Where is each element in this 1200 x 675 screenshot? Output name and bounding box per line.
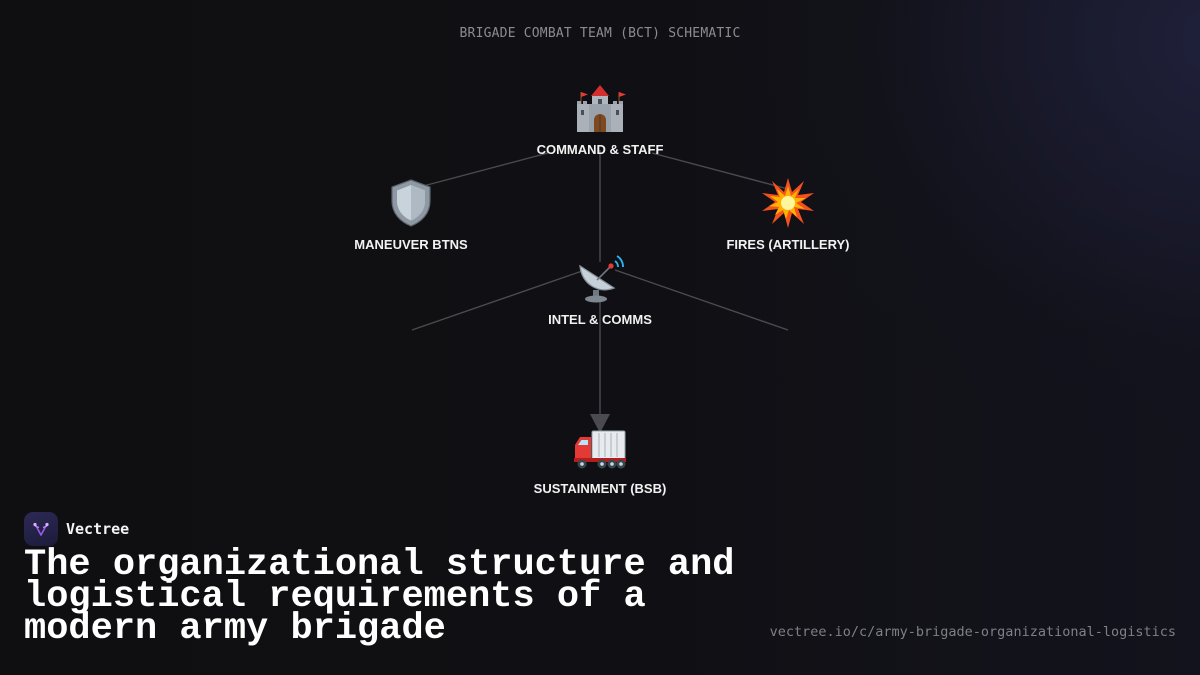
explosion-icon — [762, 178, 814, 228]
node-label: SUSTAINMENT (BSB) — [533, 481, 667, 496]
truck-icon — [574, 430, 626, 469]
edge-intel-maneuver — [411, 269, 586, 331]
node-command-staff: COMMAND & STAFF — [490, 82, 710, 157]
edge-intel-fires — [614, 269, 789, 331]
node-label: INTEL & COMMS — [548, 312, 652, 327]
satellite-dish-icon — [579, 255, 624, 303]
node-intel-comms: INTEL & COMMS — [490, 252, 710, 327]
node-fires-artillery: FIRES (ARTILLERY) — [678, 177, 898, 252]
brand-name: Vectree — [66, 520, 130, 538]
edge-command-maneuver — [411, 152, 549, 190]
arrowhead-sustainment — [590, 414, 610, 433]
castle-icon — [577, 85, 626, 132]
page-headline: The organizational structure and logisti… — [24, 544, 735, 650]
brand: Vectree — [24, 512, 129, 546]
node-label: MANEUVER BTNS — [354, 237, 468, 252]
shield-icon — [391, 179, 431, 227]
node-maneuver-btns: MANEUVER BTNS — [301, 177, 521, 252]
diagram-title: BRIGADE COMBAT TEAM (BCT) SCHEMATIC — [459, 26, 741, 41]
node-label: COMMAND & STAFF — [536, 142, 664, 157]
node-label: FIRES (ARTILLERY) — [726, 237, 850, 252]
vectree-logo-icon — [24, 512, 58, 546]
source-url[interactable]: vectree.io/c/army-brigade-organizational… — [769, 624, 1176, 640]
node-sustainment-bsb: SUSTAINMENT (BSB) — [490, 421, 710, 496]
edge-command-fires — [651, 152, 789, 190]
